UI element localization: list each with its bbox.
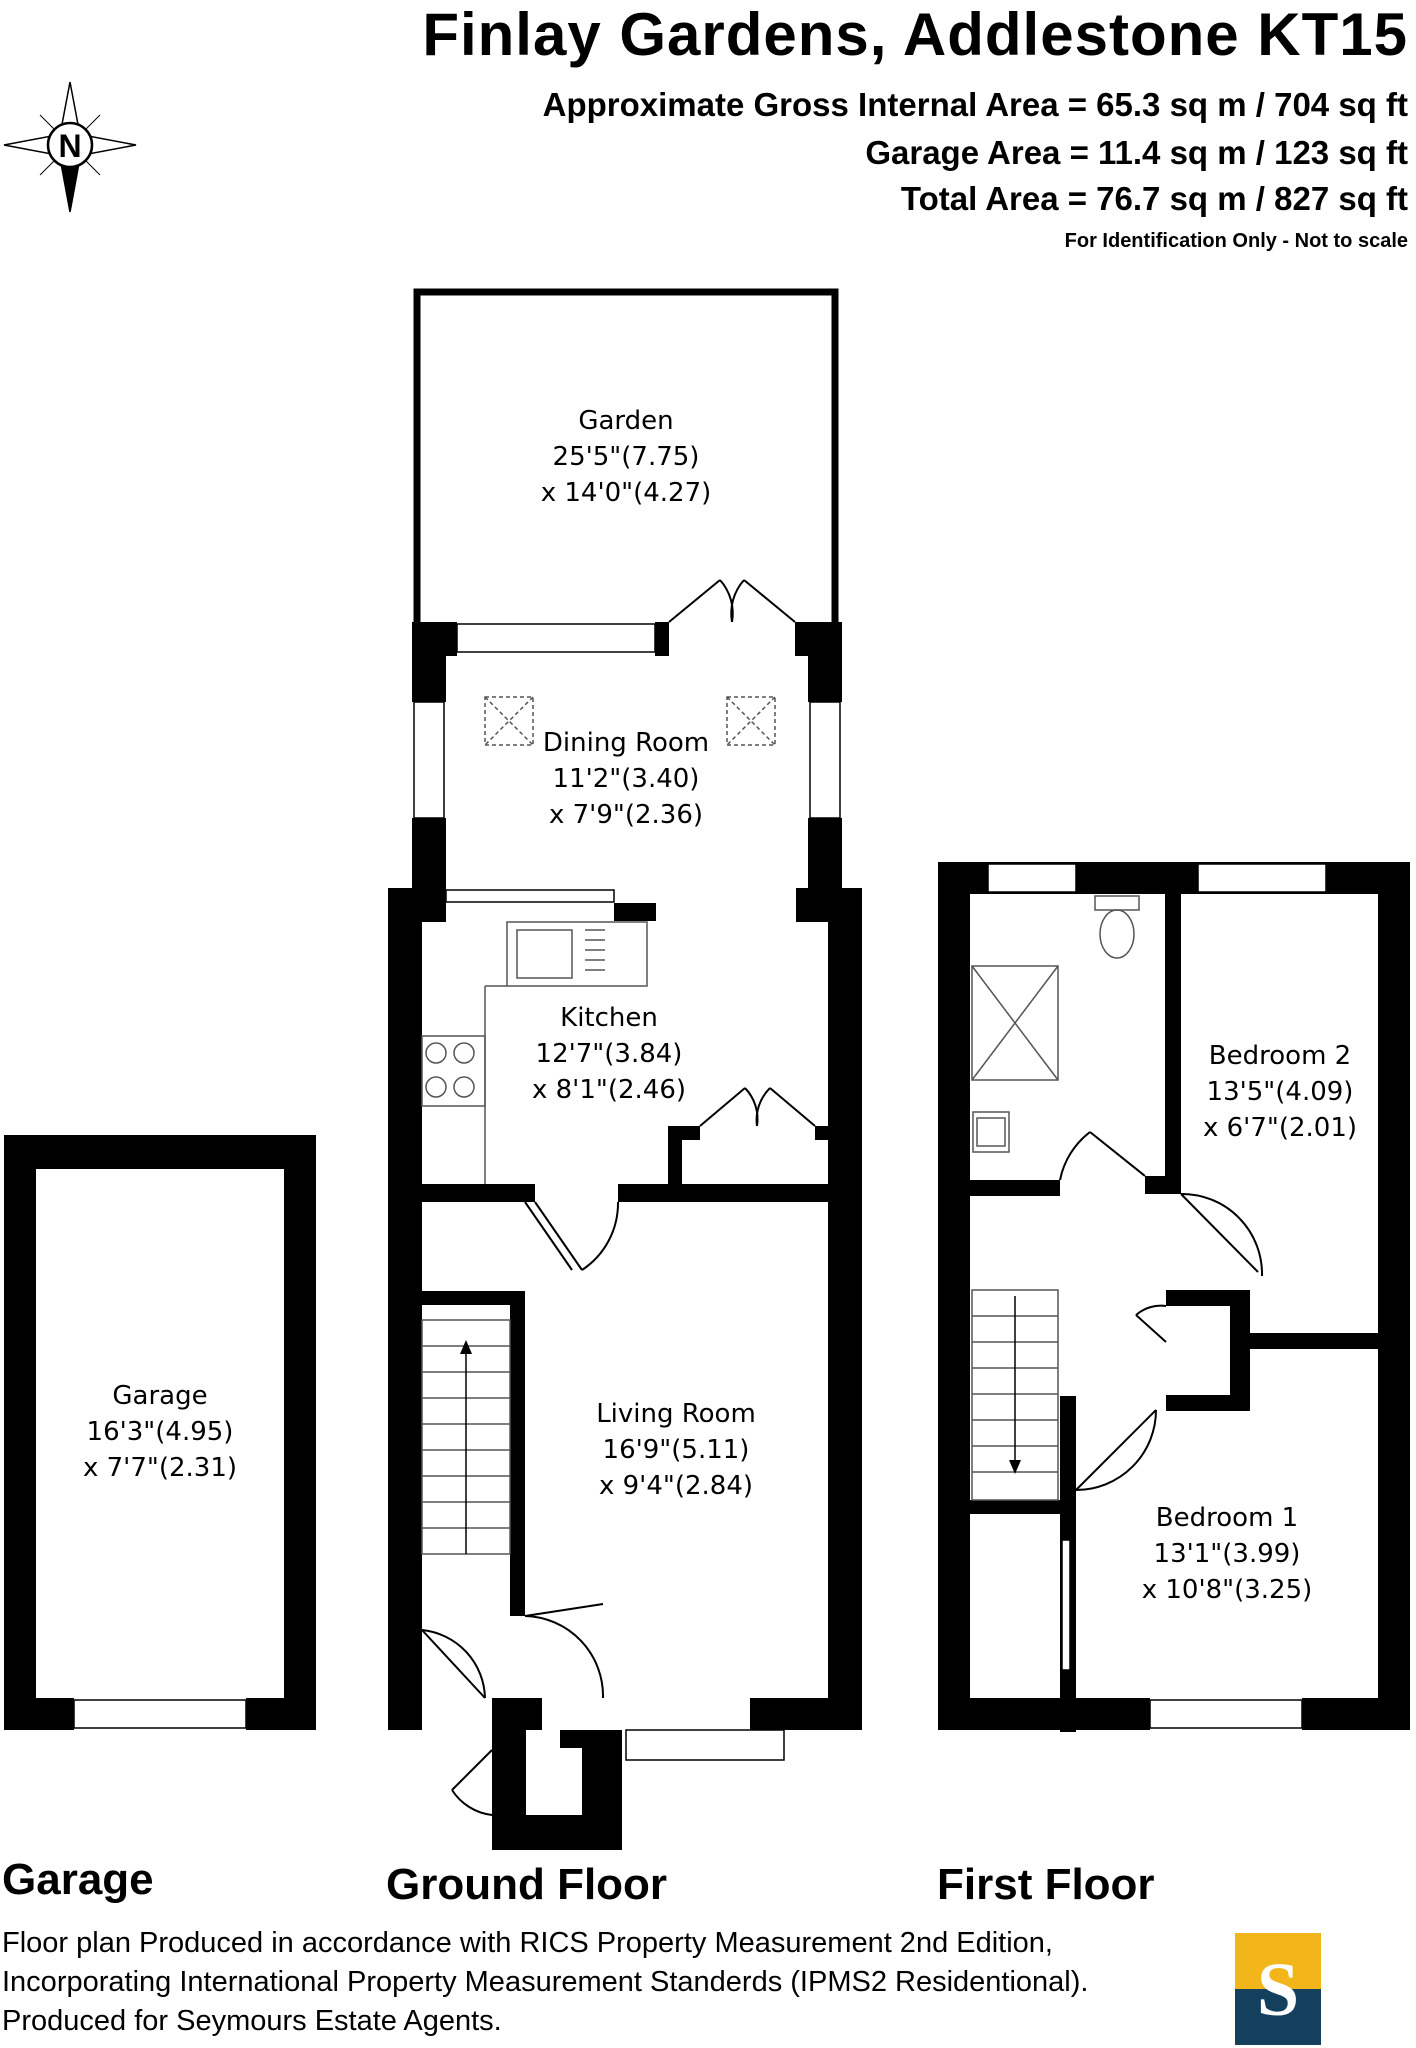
compass-north-icon: N — [3, 81, 137, 213]
svg-text:16'3"(4.95): 16'3"(4.95) — [87, 1417, 234, 1447]
svg-text:x 7'7"(2.31): x 7'7"(2.31) — [83, 1453, 237, 1483]
room-label-dining-room: Dining Room 11'2"(3.40) x 7'9"(2.36) — [543, 728, 709, 830]
svg-text:x 10'8"(3.25): x 10'8"(3.25) — [1142, 1575, 1313, 1605]
footer-line-1: Floor plan Produced in accordance with R… — [2, 1927, 1053, 1959]
garden-outline — [413, 288, 839, 625]
garage-area: Garage Area = 11.4 sq m / 123 sq ft — [865, 134, 1408, 171]
gross-internal-area: Approximate Gross Internal Area = 65.3 s… — [542, 86, 1408, 123]
svg-text:Bedroom 2: Bedroom 2 — [1209, 1041, 1351, 1071]
total-area: Total Area = 76.7 sq m / 827 sq ft — [900, 180, 1408, 217]
svg-text:x 14'0"(4.27): x 14'0"(4.27) — [541, 478, 712, 508]
floor-heading-first: First Floor — [937, 1860, 1155, 1909]
ground-floor-stairs — [421, 1319, 511, 1555]
room-label-bedroom-1: Bedroom 1 13'1"(3.99) x 10'8"(3.25) — [1142, 1503, 1313, 1605]
svg-text:Dining Room: Dining Room — [543, 728, 709, 758]
identification-note: For Identification Only - Not to scale — [1064, 230, 1408, 252]
svg-text:Kitchen: Kitchen — [560, 1003, 658, 1033]
room-label-kitchen: Kitchen 12'7"(3.84) x 8'1"(2.46) — [532, 1003, 686, 1105]
svg-text:13'1"(3.99): 13'1"(3.99) — [1154, 1539, 1301, 1569]
svg-text:Garage: Garage — [112, 1381, 207, 1411]
svg-text:12'7"(3.84): 12'7"(3.84) — [536, 1039, 683, 1069]
floor-heading-garage: Garage — [2, 1855, 154, 1904]
svg-text:11'2"(3.40): 11'2"(3.40) — [553, 764, 700, 794]
svg-text:x 9'4"(2.84): x 9'4"(2.84) — [599, 1471, 753, 1501]
kitchen-fittings — [421, 921, 648, 1184]
ground-floor-windows — [413, 623, 841, 1761]
svg-text:x 7'9"(2.36): x 7'9"(2.36) — [549, 800, 703, 830]
first-floor-windows — [987, 863, 1327, 1729]
footer-line-2: Incorporating International Property Mea… — [2, 1966, 1089, 1998]
garage-door — [73, 1699, 247, 1729]
room-label-garage: Garage 16'3"(4.95) x 7'7"(2.31) — [83, 1381, 237, 1483]
garden-french-doors — [668, 579, 796, 623]
svg-text:Living Room: Living Room — [596, 1399, 756, 1429]
svg-text:x 6'7"(2.01): x 6'7"(2.01) — [1203, 1113, 1357, 1143]
svg-text:Bedroom 1: Bedroom 1 — [1156, 1503, 1298, 1533]
room-label-living-room: Living Room 16'9"(5.11) x 9'4"(2.84) — [596, 1399, 756, 1501]
floor-heading-ground: Ground Floor — [386, 1860, 668, 1909]
plan-title: Finlay Gardens, Addlestone KT15 — [422, 1, 1408, 68]
svg-text:S: S — [1257, 1948, 1299, 2032]
footer-text: Floor plan Produced in accordance with R… — [2, 1924, 1088, 2041]
first-floor-doors — [1059, 1131, 1264, 1491]
ground-floor-walls — [388, 622, 862, 1850]
first-floor-stairs — [971, 1289, 1059, 1501]
garage-walls — [4, 1135, 316, 1730]
compass-label: N — [58, 128, 81, 164]
bathroom-fittings — [971, 895, 1140, 1153]
room-label-garden: Garden 25'5"(7.75) x 14'0"(4.27) — [541, 406, 712, 508]
svg-text:x 8'1"(2.46): x 8'1"(2.46) — [532, 1075, 686, 1105]
ground-floor-doors — [421, 1087, 816, 1816]
room-label-bedroom-2: Bedroom 2 13'5"(4.09) x 6'7"(2.01) — [1203, 1041, 1357, 1143]
svg-text:25'5"(7.75): 25'5"(7.75) — [553, 442, 700, 472]
svg-text:16'9"(5.11): 16'9"(5.11) — [603, 1435, 750, 1465]
skylights — [484, 696, 776, 746]
footer-line-3: Produced for Seymours Estate Agents. — [2, 2005, 502, 2037]
seymours-logo: S — [1235, 1933, 1321, 2045]
svg-text:13'5"(4.09): 13'5"(4.09) — [1207, 1077, 1354, 1107]
svg-text:Garden: Garden — [578, 406, 673, 436]
